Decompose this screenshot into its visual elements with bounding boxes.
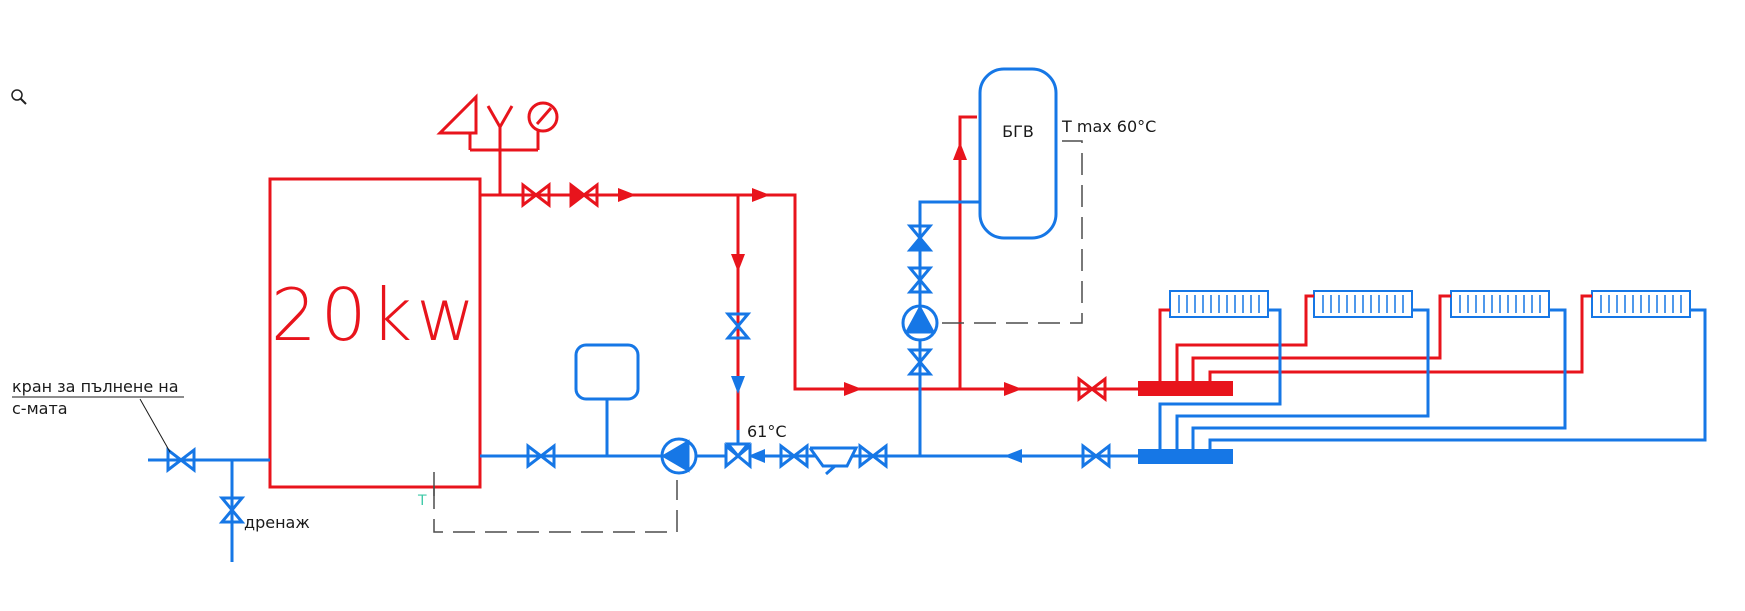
dhw-check-valve xyxy=(906,224,934,252)
drain-label: дренаж xyxy=(244,513,310,532)
radiator-icon xyxy=(1591,290,1691,318)
pressure-gauge-icon xyxy=(527,101,559,150)
supply-flow-arrows xyxy=(618,142,1022,396)
return-manifold-icon xyxy=(1138,449,1233,464)
supply-lines xyxy=(480,115,1138,430)
control-lines xyxy=(433,140,1083,533)
zoom-icon[interactable] xyxy=(10,88,28,106)
dhw-tank: БГВ xyxy=(978,67,1058,240)
radiator-icon xyxy=(1450,290,1550,318)
supply-manifold-icon xyxy=(1138,381,1233,396)
dhw-temp-limit: T max 60°C xyxy=(1061,117,1156,136)
radiator-return-pipes xyxy=(1158,308,1707,449)
radiator-supply-pipes xyxy=(1158,294,1592,381)
expansion-vessel-icon xyxy=(574,343,640,401)
boiler-label: 20kw xyxy=(271,273,479,357)
dhw-tank-label: БГВ xyxy=(1002,122,1034,141)
pump-icon xyxy=(660,437,698,475)
safety-group xyxy=(436,93,559,152)
fill-valve-label-line2: с-мата xyxy=(12,399,68,418)
return-lines xyxy=(148,200,1138,562)
safety-valve-icon xyxy=(436,93,478,150)
sensor-label: T xyxy=(417,493,427,509)
mixing-temp-label: 61°C xyxy=(747,422,787,441)
dhw-pump-icon xyxy=(901,304,939,342)
supply-check-valve xyxy=(569,181,599,209)
fill-valve-label-line1: кран за пълнене на xyxy=(12,377,179,396)
radiator-icon xyxy=(1313,290,1413,318)
mixing-valve xyxy=(724,442,752,470)
air-vent-icon xyxy=(486,105,514,150)
strainer-icon xyxy=(808,446,859,476)
return-flow-arrows xyxy=(731,376,1022,463)
boiler: 20kw xyxy=(268,177,482,489)
radiator-icon xyxy=(1169,290,1269,318)
fill-valve-leader xyxy=(12,396,184,453)
